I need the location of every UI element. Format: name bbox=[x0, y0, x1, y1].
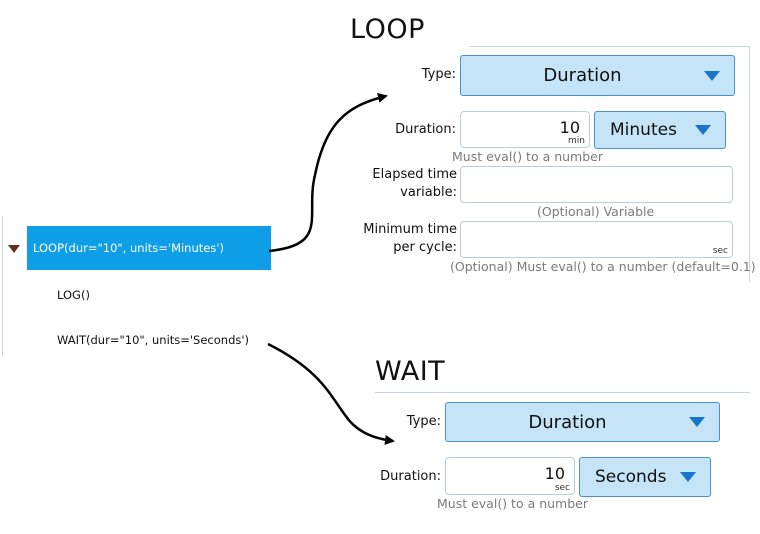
expander-triangle-icon[interactable] bbox=[8, 245, 20, 253]
loop-panel-border-right bbox=[749, 46, 750, 282]
loop-duration-hint: Must eval() to a number bbox=[452, 149, 603, 164]
wait-duration-input[interactable]: 10 sec bbox=[445, 457, 575, 495]
loop-duration-value: 10 bbox=[559, 118, 580, 137]
wait-duration-unit: sec bbox=[554, 483, 570, 493]
wait-heading: WAIT bbox=[375, 356, 446, 387]
wait-type-label: Type: bbox=[406, 414, 441, 429]
loop-elapsed-label-line1: Elapsed time bbox=[372, 167, 457, 182]
loop-min-time-hint: (Optional) Must eval() to a number (defa… bbox=[450, 259, 756, 274]
loop-type-dropdown[interactable]: Duration bbox=[460, 55, 735, 96]
loop-units-dropdown[interactable]: Minutes bbox=[594, 111, 726, 149]
arrow-to-loop-panel bbox=[268, 93, 388, 253]
tree-item-log[interactable]: LOG() bbox=[57, 288, 90, 302]
loop-elapsed-hint: (Optional) Variable bbox=[537, 204, 655, 219]
chevron-down-icon bbox=[704, 70, 720, 81]
arrow-to-wait-panel bbox=[267, 342, 395, 445]
tree-item-loop-label: LOOP(dur="10", units='Minutes') bbox=[33, 241, 224, 255]
wait-type-dropdown[interactable]: Duration bbox=[445, 402, 720, 442]
loop-duration-label: Duration: bbox=[395, 122, 456, 137]
loop-min-time-unit: sec bbox=[712, 246, 728, 256]
tree-item-loop[interactable] bbox=[27, 226, 271, 270]
loop-duration-unit: min bbox=[568, 136, 585, 146]
loop-min-time-input[interactable]: sec bbox=[460, 221, 733, 258]
loop-duration-input[interactable]: 10 min bbox=[460, 111, 590, 148]
chevron-down-icon bbox=[689, 417, 705, 427]
loop-min-time-label-line2: per cycle: bbox=[393, 240, 457, 255]
wait-duration-hint: Must eval() to a number bbox=[437, 496, 588, 511]
loop-elapsed-input[interactable] bbox=[460, 166, 733, 203]
loop-panel-border-top bbox=[470, 46, 750, 47]
loop-type-value: Duration bbox=[543, 65, 622, 86]
loop-elapsed-label: Elapsed time variable: bbox=[340, 166, 457, 202]
loop-min-time-label-line1: Minimum time bbox=[363, 222, 457, 237]
wait-duration-value: 10 bbox=[544, 464, 565, 483]
loop-min-time-label: Minimum time per cycle: bbox=[340, 221, 457, 257]
loop-type-label: Type: bbox=[421, 67, 456, 82]
wait-panel-border-top bbox=[375, 392, 750, 393]
wait-type-value: Duration bbox=[528, 411, 607, 433]
loop-heading: LOOP bbox=[350, 14, 425, 45]
loop-elapsed-label-line2: variable: bbox=[400, 185, 457, 200]
loop-units-value: Minutes bbox=[610, 120, 677, 140]
wait-units-dropdown[interactable]: Seconds bbox=[579, 457, 711, 497]
tree-item-wait[interactable]: WAIT(dur="10", units='Seconds') bbox=[57, 333, 250, 347]
wait-duration-label: Duration: bbox=[380, 469, 441, 484]
chevron-down-icon bbox=[695, 125, 711, 135]
chevron-down-icon bbox=[680, 472, 696, 482]
tree-border bbox=[2, 216, 3, 356]
wait-units-value: Seconds bbox=[595, 467, 667, 487]
